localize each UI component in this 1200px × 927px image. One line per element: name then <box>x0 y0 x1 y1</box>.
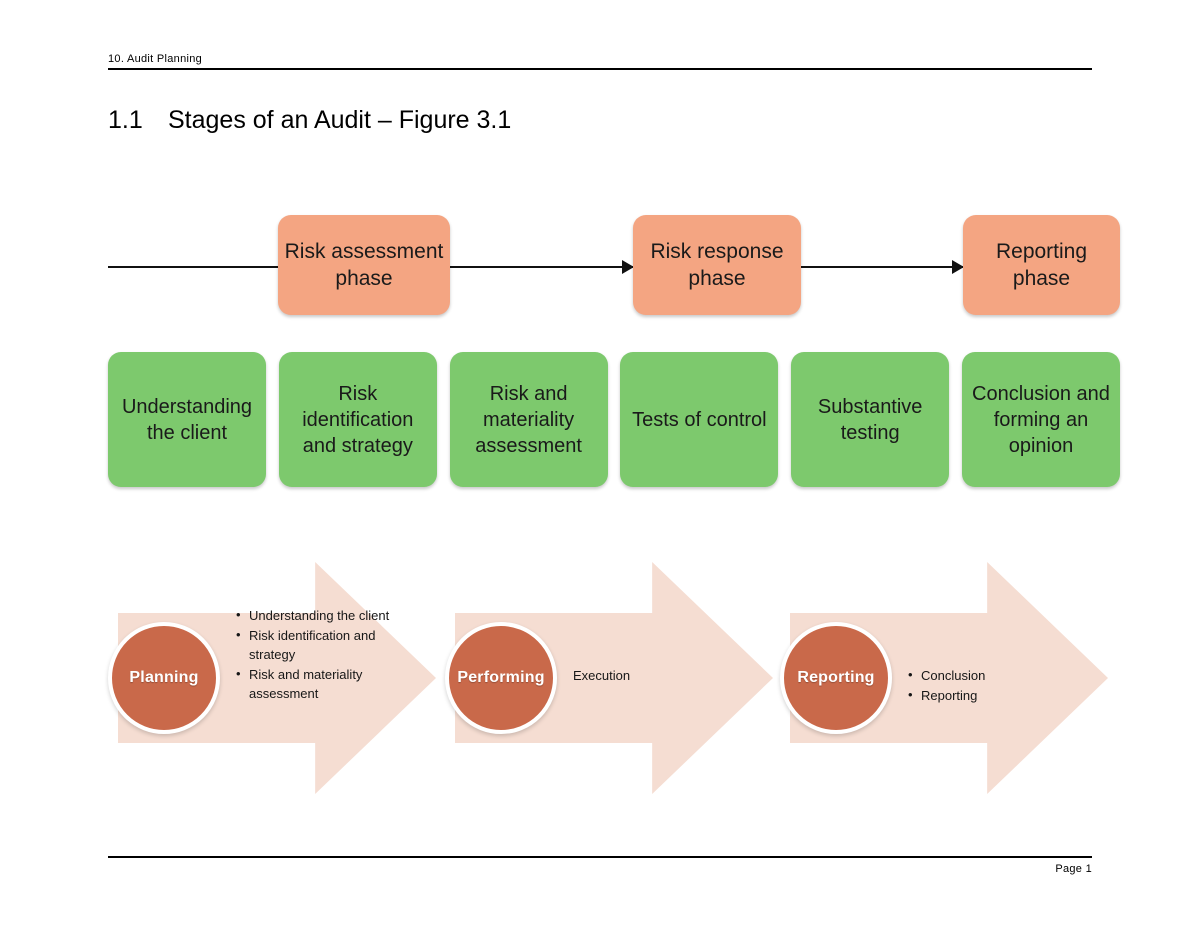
stage-box-label: Conclusion and forming an opinion <box>972 382 1110 457</box>
chevron-plain-text: Execution <box>573 668 631 683</box>
phase-box-label: Risk assessment phase <box>284 240 444 290</box>
heading-title: Stages of an Audit – Figure 3.1 <box>168 106 512 134</box>
heading-number: 1.1 <box>108 106 143 134</box>
chevron-group-planning: Planning Understanding the client Risk i… <box>108 548 468 808</box>
connector-line-1 <box>108 266 280 268</box>
phase-box-risk-assessment: Risk assessment phase <box>278 215 450 315</box>
stage-box-tests-of-control: Tests of control <box>620 352 779 487</box>
chevron-circle-label: Performing <box>457 669 545 686</box>
arrowhead-icon-3 <box>952 260 964 274</box>
stage-box-label: Risk and materiality assessment <box>475 382 582 457</box>
chevron-group-reporting: Reporting Conclusion Reporting <box>780 548 1140 808</box>
phase-box-label: Risk response phase <box>650 240 784 290</box>
stage-box-label: Tests of control <box>632 408 767 431</box>
chevron-circle-label: Reporting <box>797 669 875 686</box>
header-divider <box>108 68 1092 70</box>
phase-box-risk-response: Risk response phase <box>633 215 801 315</box>
chevron-content-reporting: Conclusion Reporting <box>908 665 1083 706</box>
chevron-arrow-shape <box>790 562 1108 794</box>
stage-box-risk-materiality: Risk and materiality assessment <box>449 352 608 487</box>
running-header-text: 10. Audit Planning <box>108 53 203 65</box>
chevron-row: Planning Understanding the client Risk i… <box>0 548 1200 808</box>
phase-box-label: Reporting phase <box>995 240 1088 290</box>
chevron-arrow-shape <box>118 562 436 794</box>
page-title: 1.1 Stages of an Audit – Figure 3.1 <box>108 104 511 136</box>
list-item: Risk identification and strategy <box>236 625 411 664</box>
list-item: Understanding the client <box>236 605 411 625</box>
arrowhead-icon-2 <box>622 260 634 274</box>
connector-line-2 <box>450 266 634 268</box>
chevron-circle-performing: Performing <box>445 622 557 734</box>
stage-box-risk-identification: Risk identification and strategy <box>278 352 437 487</box>
footer-divider <box>108 856 1092 858</box>
list-item: Reporting <box>908 685 1083 705</box>
page-footer: Page 1 <box>108 856 1092 877</box>
connector-line-3 <box>801 266 964 268</box>
chevron-group-performing: Performing Execution <box>445 548 805 808</box>
phase-row: Risk assessment phase Risk response phas… <box>108 215 1120 320</box>
chevron-bullet-list: Conclusion Reporting <box>908 665 1083 705</box>
chevron-bullet-list: Understanding the client Risk identifica… <box>236 605 411 703</box>
running-header: 10. Audit Planning <box>108 52 1092 70</box>
phase-box-reporting: Reporting phase <box>963 215 1120 315</box>
stage-box-label: Risk identification and strategy <box>302 382 414 457</box>
stage-box-label: Substantive testing <box>817 395 923 444</box>
chevron-circle-label: Planning <box>129 669 199 686</box>
stage-box-conclusion-opinion: Conclusion and forming an opinion <box>961 352 1120 487</box>
stage-row: Understanding the client Risk identifica… <box>108 352 1120 487</box>
stage-box-understanding-the-client: Understanding the client <box>108 352 266 487</box>
stage-box-label: Understanding the client <box>121 395 253 444</box>
list-item: Conclusion <box>908 665 1083 685</box>
chevron-content-planning: Understanding the client Risk identifica… <box>236 605 411 704</box>
chevron-circle-planning: Planning <box>108 622 220 734</box>
stage-box-substantive-testing: Substantive testing <box>791 352 950 487</box>
page-number-label: Page 1 <box>1055 863 1092 875</box>
chevron-arrow-shape <box>455 562 773 794</box>
chevron-content-performing: Execution <box>573 666 748 685</box>
chevron-circle-reporting: Reporting <box>780 622 892 734</box>
list-item: Risk and materiality assessment <box>236 664 411 703</box>
